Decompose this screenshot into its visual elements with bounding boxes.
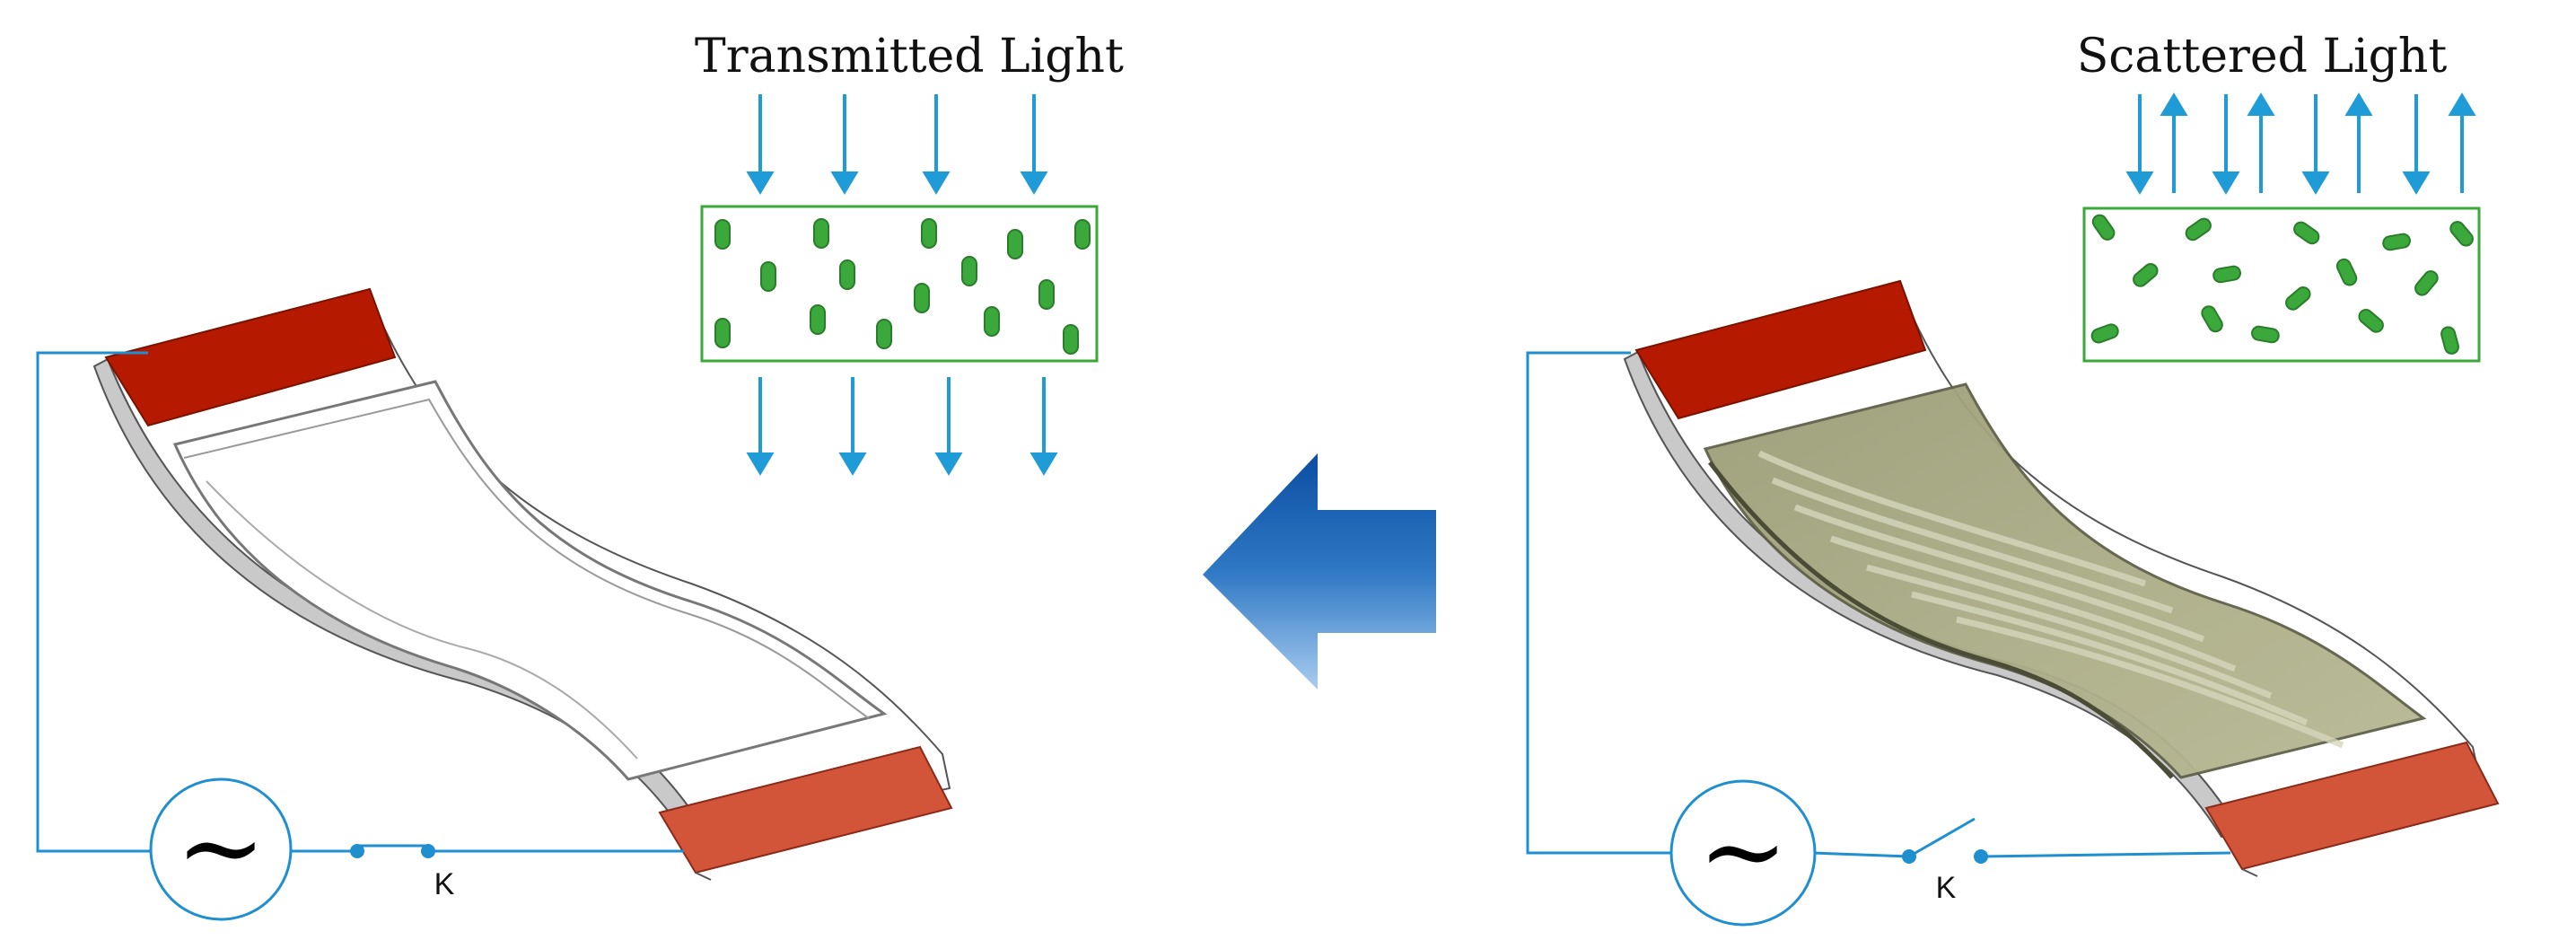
right-panel-title: Scattered Light [2077, 30, 2448, 83]
left-panel: Transmitted Light [36, 30, 1124, 921]
right-random-molecules [2090, 214, 2474, 355]
right-ac-source-icon: ~ [1669, 779, 1817, 927]
left-ac-source-icon: ~ [149, 777, 293, 921]
left-panel-title: Transmitted Light [695, 30, 1124, 83]
left-flexible-device [92, 287, 953, 881]
right-circuit-wires [1526, 351, 2231, 858]
left-circuit-wires [36, 351, 684, 853]
right-bottom-electrode [2204, 741, 2500, 871]
right-scattering-film [1703, 382, 2427, 779]
right-top-electrode [1634, 279, 1927, 420]
left-top-electrode [104, 287, 397, 427]
left-switch-icon: K [350, 844, 455, 901]
right-switch-label: K [1936, 871, 1957, 905]
right-panel: Scattered Light [1526, 30, 2500, 927]
right-molecule-box [2082, 206, 2481, 363]
left-bottom-electrode [658, 745, 953, 874]
left-switch-label: K [434, 867, 455, 901]
left-arrow-icon [1203, 453, 1436, 690]
right-flexible-device [1623, 279, 2500, 877]
left-transmitted-arrows [746, 377, 1058, 476]
right-ac-source-symbol: ~ [1698, 789, 1789, 914]
right-switch-icon: K [1902, 849, 1988, 905]
left-incoming-arrows [746, 94, 1048, 195]
left-aligned-molecules [714, 218, 1091, 355]
right-light-arrows [2125, 92, 2476, 195]
left-ac-source-symbol: ~ [176, 786, 267, 910]
